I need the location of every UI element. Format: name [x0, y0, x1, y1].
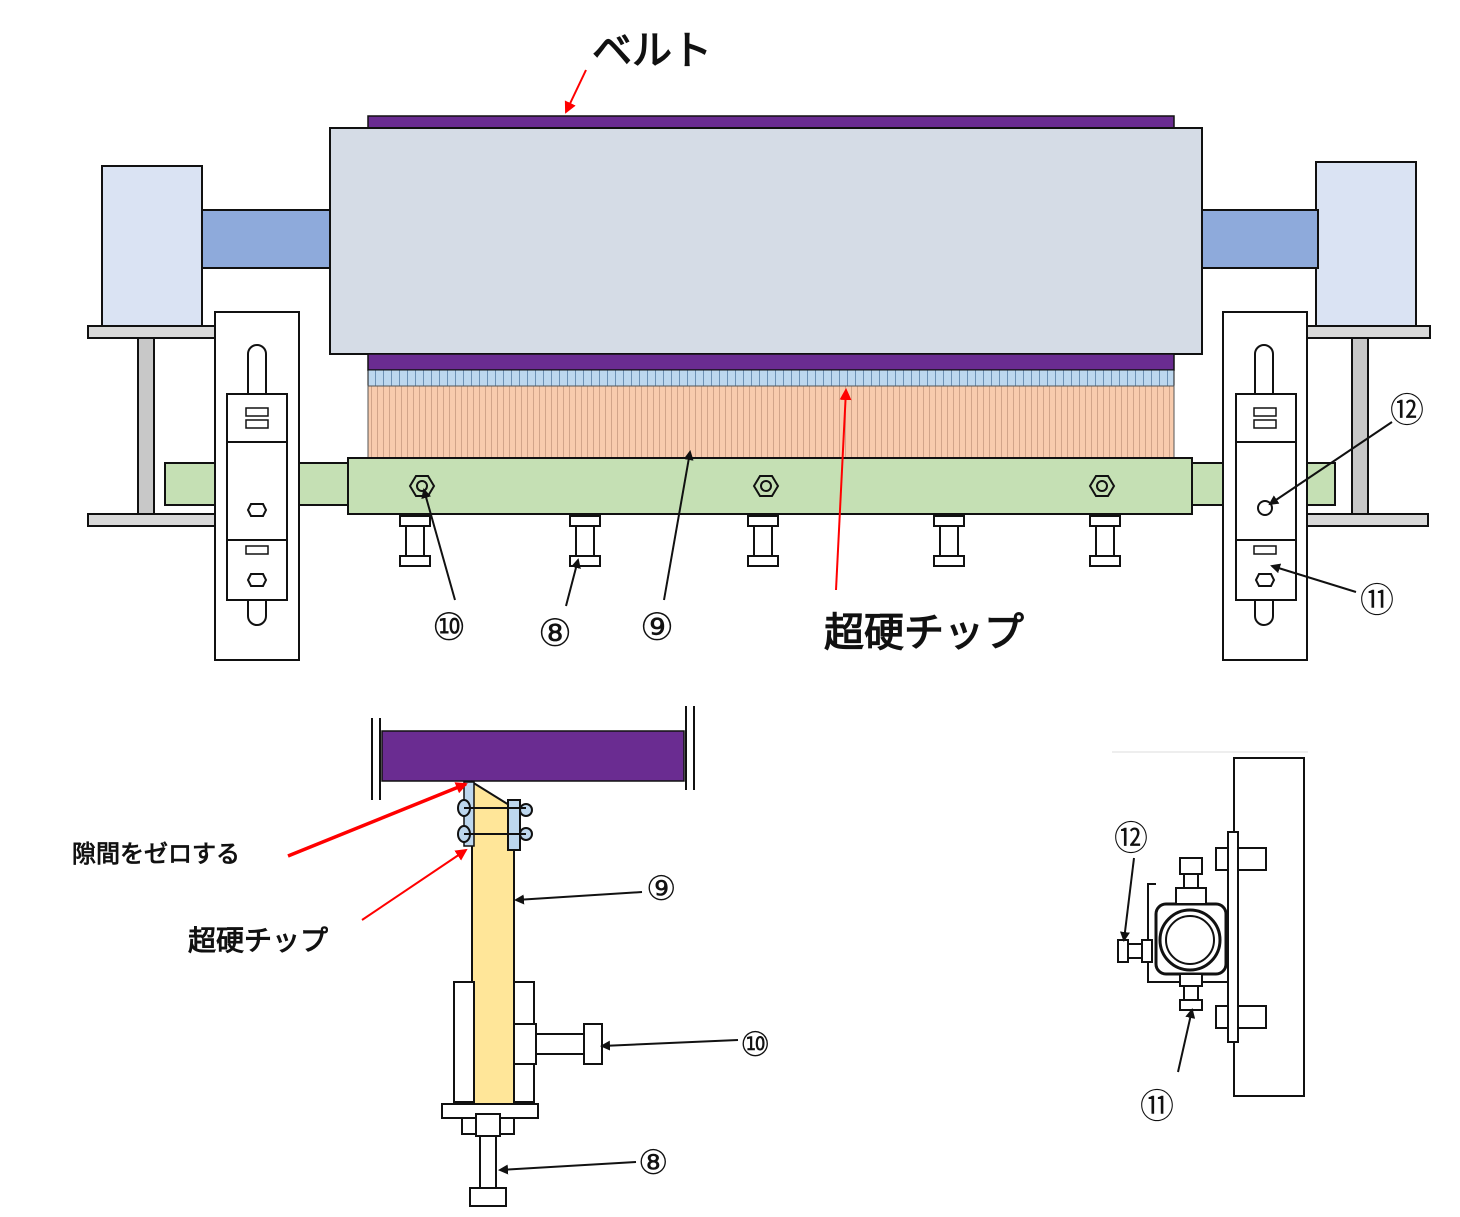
- side-bolt-10: [513, 1023, 603, 1065]
- marker-front-11: ⑪: [1360, 581, 1394, 621]
- right-stand: [1303, 325, 1431, 527]
- nut-center: [752, 475, 780, 497]
- marker-front-10: ⑩: [432, 605, 466, 649]
- belt-arrow: [564, 69, 587, 114]
- detail-leader-12: [1120, 857, 1135, 942]
- side-bolt-8: [469, 1113, 507, 1207]
- drum: [329, 127, 1203, 355]
- leader-10: [421, 488, 456, 601]
- side-leader-8: [498, 1161, 637, 1175]
- left-bearing: [101, 165, 203, 327]
- break-lines: [371, 706, 695, 800]
- detail-plate: [1233, 757, 1305, 1097]
- detail-plate-edge: [1227, 831, 1239, 1043]
- adjust-bolt: [747, 515, 779, 567]
- carbide-tip-label-main: 超硬チップ: [824, 610, 1024, 656]
- carbide-tip-label-side: 超硬チップ: [188, 924, 329, 957]
- leader-12: [1268, 421, 1393, 506]
- side-tip-arrow: [361, 848, 468, 921]
- right-mount: [1222, 311, 1308, 661]
- front-view: ベルト 超硬チップ ⑩ ⑧ ⑨ ⑫ ⑪: [87, 28, 1431, 661]
- leader-8: [565, 558, 581, 607]
- marker-detail-12: ⑫: [1114, 819, 1148, 859]
- scraper-bristles: [367, 385, 1175, 459]
- side-leader-10: [600, 1039, 739, 1051]
- nut-left: [408, 475, 436, 497]
- marker-front-12: ⑫: [1390, 391, 1424, 431]
- side-clamp-bolts: [457, 799, 533, 851]
- right-bearing: [1315, 161, 1417, 327]
- marker-front-8: ⑧: [538, 611, 572, 655]
- marker-side-9: ⑨: [646, 869, 676, 909]
- zero-gap-arrow: [287, 782, 468, 858]
- side-view: 隙間をゼロする 超硬チップ ⑨ ⑩ ⑧: [72, 706, 770, 1207]
- side-leader-9: [514, 891, 643, 905]
- detail-plate-bolts: [1215, 847, 1267, 1029]
- marker-side-8: ⑧: [638, 1143, 668, 1183]
- side-holder-left: [453, 981, 475, 1103]
- adjust-bolt: [1089, 515, 1121, 567]
- left-mount: [214, 311, 300, 661]
- bar-nuts: [408, 475, 1116, 497]
- detail-leader-11: [1177, 1008, 1196, 1073]
- marker-front-9: ⑨: [640, 605, 674, 649]
- belt-label: ベルト: [592, 28, 712, 74]
- adjust-bolt: [569, 515, 601, 567]
- adjust-bolts: [399, 515, 1121, 567]
- left-stand: [87, 325, 217, 527]
- leader-11: [1270, 563, 1357, 593]
- left-shaft: [201, 209, 333, 269]
- detail-bottom-bolt: [1179, 973, 1203, 1011]
- leader-9: [663, 450, 694, 601]
- adjust-bolt: [399, 515, 431, 567]
- tip-arrow-main: [835, 388, 852, 591]
- detail-view: ⑫ ⑪: [1112, 751, 1308, 1127]
- right-shaft: [1199, 209, 1319, 269]
- carbide-tips-row: [367, 369, 1175, 387]
- adjust-bolt: [933, 515, 965, 567]
- marker-detail-11: ⑪: [1140, 1087, 1174, 1127]
- marker-side-10: ⑩: [740, 1025, 770, 1065]
- detail-side-bolt: [1117, 939, 1153, 963]
- belt-bottom: [367, 353, 1175, 371]
- zero-gap-label: 隙間をゼロする: [72, 840, 240, 868]
- side-belt: [381, 730, 685, 782]
- detail-top-bolt: [1175, 857, 1207, 905]
- nut-right: [1088, 475, 1116, 497]
